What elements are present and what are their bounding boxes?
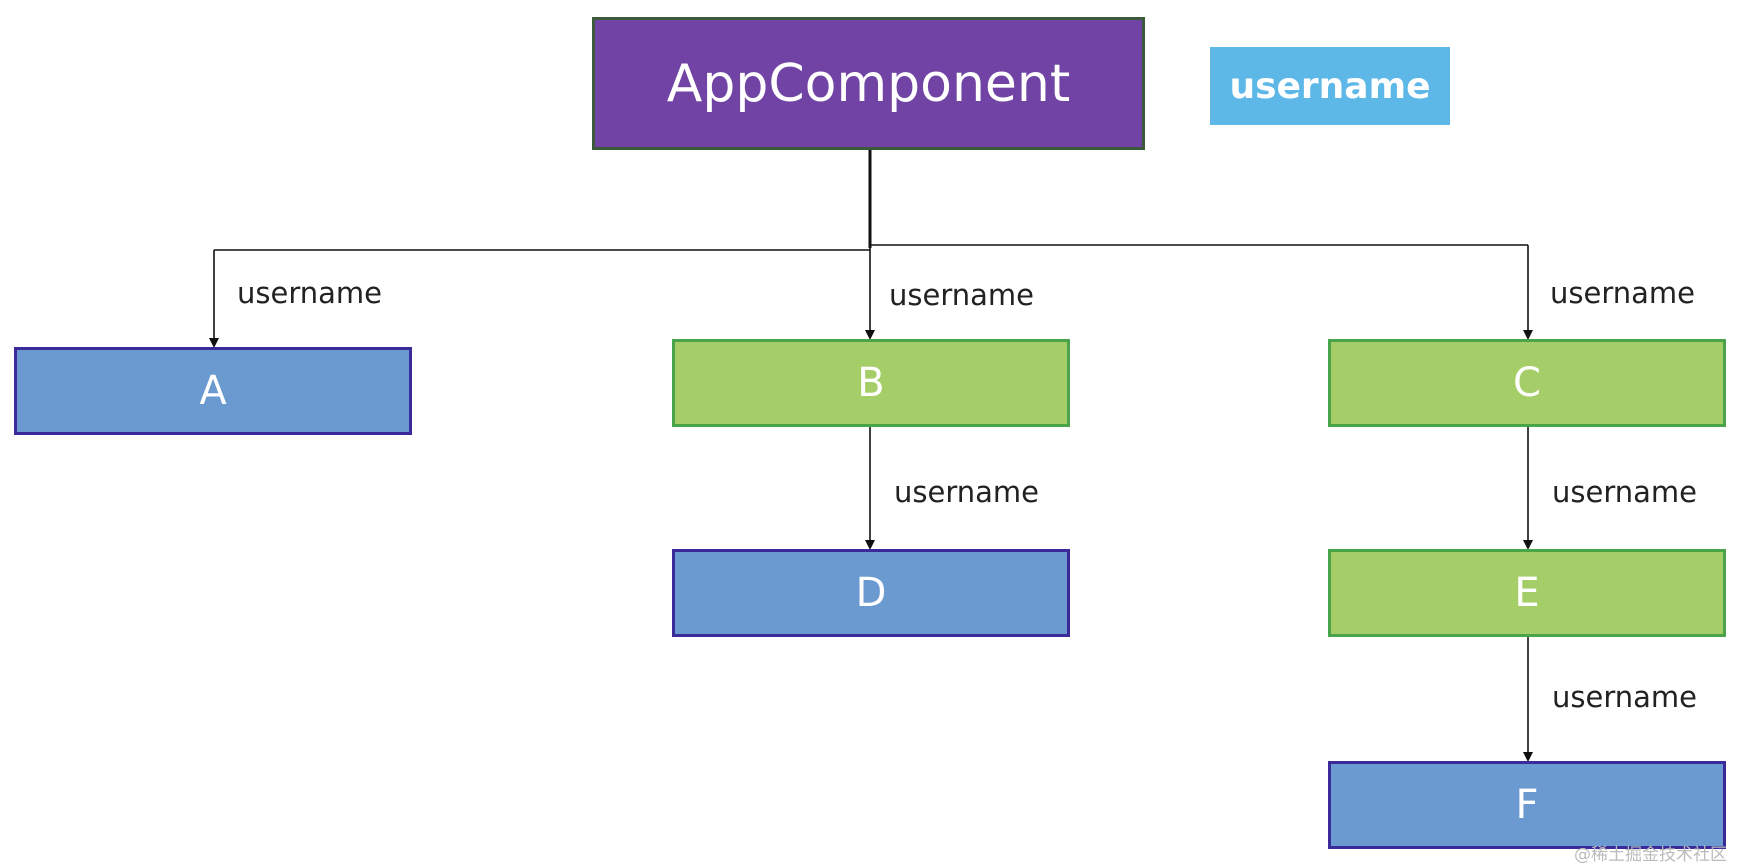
component-b-label: B bbox=[857, 360, 885, 406]
edge-label-app-to-c: username bbox=[1550, 276, 1695, 310]
component-c-node: C bbox=[1328, 339, 1726, 427]
component-d-node: D bbox=[672, 549, 1070, 637]
component-a-label: A bbox=[199, 368, 227, 414]
component-f-node: F bbox=[1328, 761, 1726, 849]
edge-label-app-to-b: username bbox=[889, 278, 1034, 312]
edge-label-e-to-f: username bbox=[1552, 680, 1697, 714]
edge-label-c-to-e: username bbox=[1552, 475, 1697, 509]
component-e-label: E bbox=[1514, 570, 1540, 616]
app-component-node: AppComponent bbox=[592, 17, 1145, 150]
component-a-node: A bbox=[14, 347, 412, 435]
app-component-label: AppComponent bbox=[666, 53, 1071, 114]
component-c-label: C bbox=[1513, 360, 1541, 406]
username-state-badge: username bbox=[1210, 47, 1450, 125]
component-e-node: E bbox=[1328, 549, 1726, 637]
username-badge-label: username bbox=[1229, 65, 1431, 107]
component-b-node: B bbox=[672, 339, 1070, 427]
edge-label-b-to-d: username bbox=[894, 475, 1039, 509]
component-d-label: D bbox=[855, 570, 887, 616]
watermark: @稀土掘金技术社区 bbox=[1574, 845, 1727, 865]
edge-label-app-to-a: username bbox=[237, 276, 382, 310]
component-f-label: F bbox=[1515, 782, 1539, 828]
